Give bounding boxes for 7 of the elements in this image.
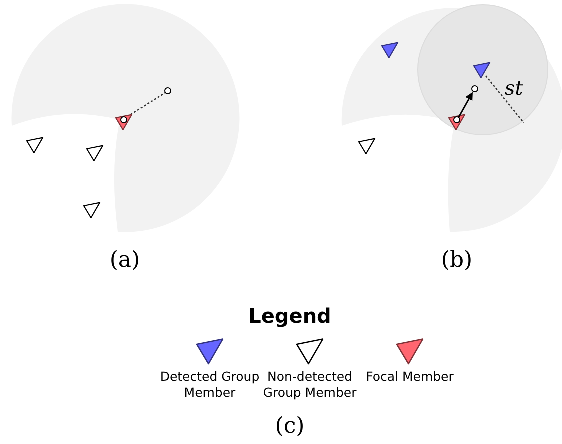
- panel-label: (c): [275, 414, 305, 439]
- legend-label: Focal Member: [365, 369, 455, 385]
- distance-label: st: [504, 76, 524, 100]
- legend-label: Detected Group Member: [159, 369, 261, 401]
- panel-label: (a): [110, 248, 140, 273]
- legend-title: Legend: [248, 304, 332, 328]
- panel-label: (b): [441, 248, 473, 273]
